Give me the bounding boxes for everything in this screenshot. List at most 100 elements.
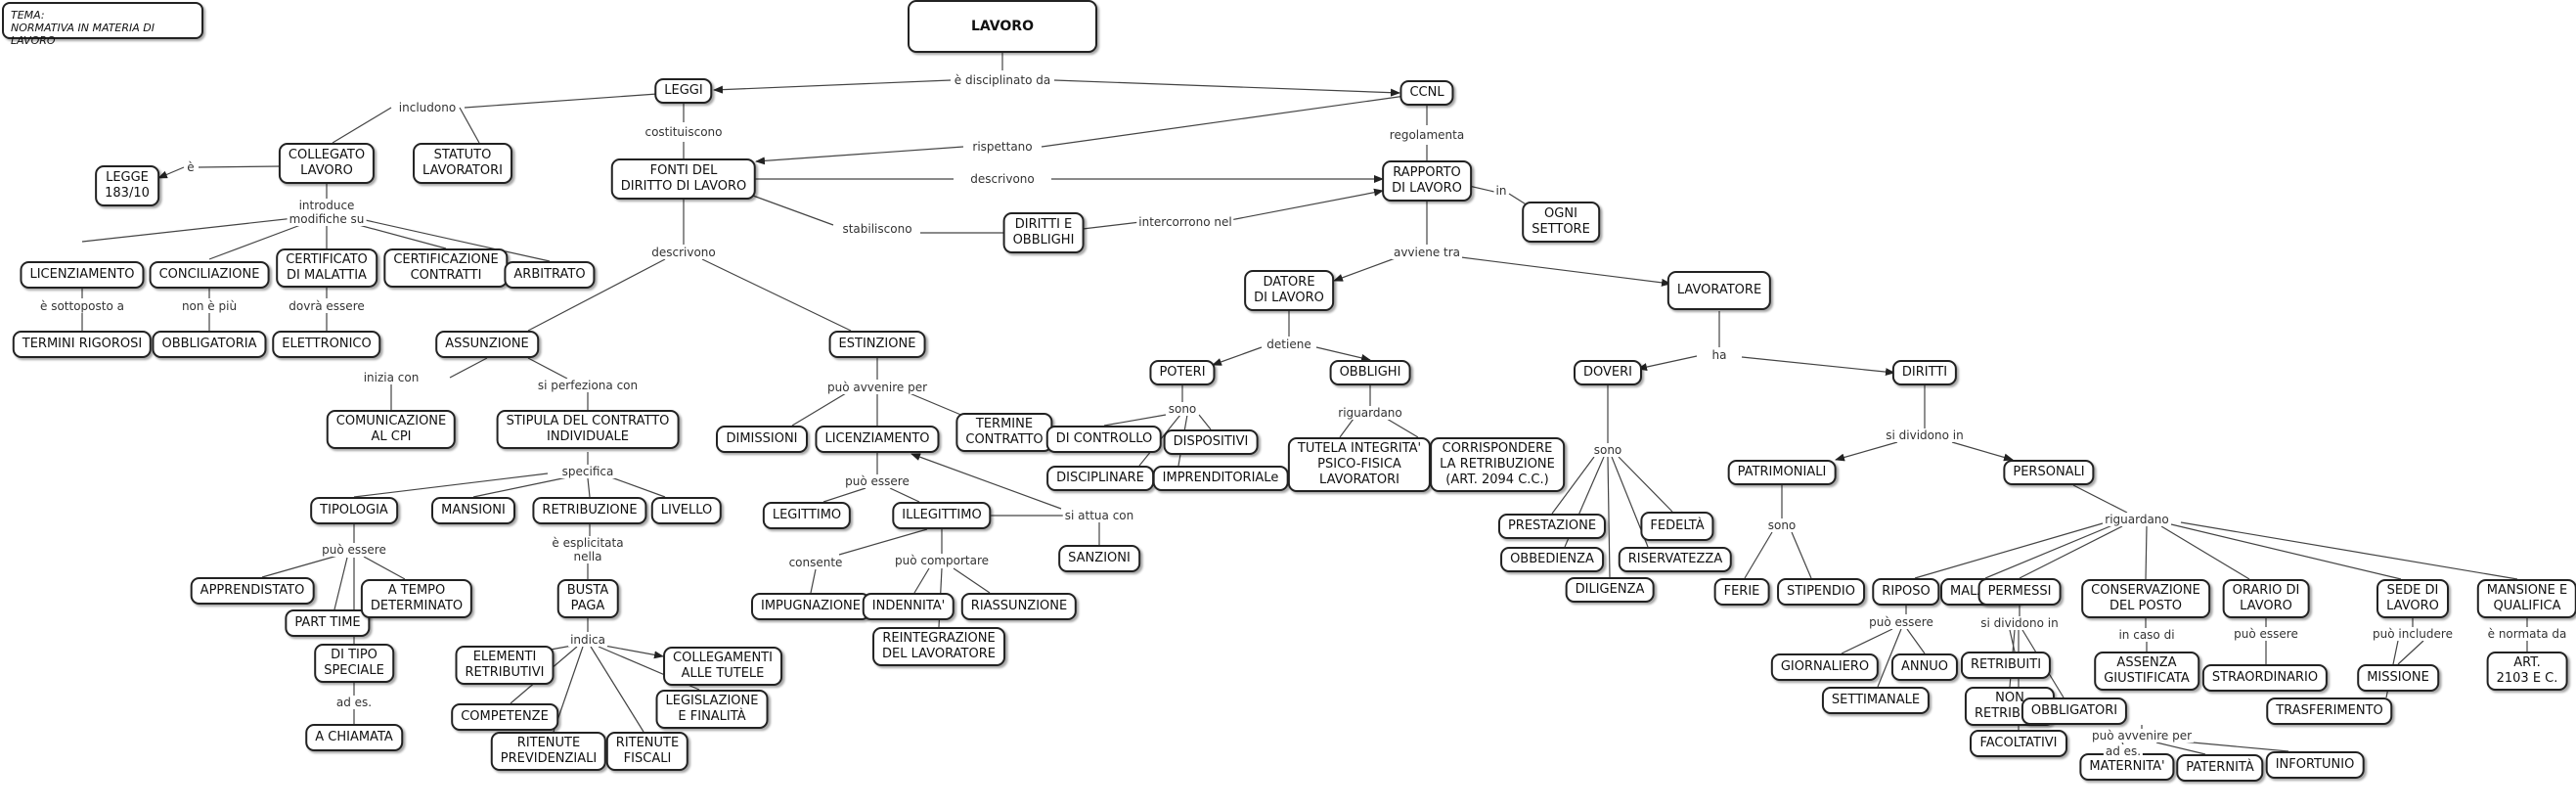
concept-node-poteri[interactable]: POTERI bbox=[1149, 360, 1216, 385]
concept-node-arbitrato[interactable]: ARBITRATO bbox=[504, 261, 596, 289]
concept-node-infortunio[interactable]: INFORTUNIO bbox=[2265, 751, 2365, 779]
concept-node-prestazione[interactable]: PRESTAZIONE bbox=[1497, 514, 1607, 539]
concept-node-ccnl[interactable]: CCNL bbox=[1399, 80, 1454, 106]
connector-line bbox=[1103, 414, 1167, 427]
concept-node-doveri[interactable]: DOVERI bbox=[1574, 360, 1642, 385]
concept-node-fonti[interactable]: FONTI DEL DIRITTO DI LAVORO bbox=[610, 158, 757, 200]
concept-node-apprendistato[interactable]: APPRENDISTATO bbox=[190, 577, 315, 605]
concept-node-datore[interactable]: DATORE DI LAVORO bbox=[1244, 270, 1334, 311]
concept-node-mansione-qual[interactable]: MANSIONE E QUALIFICA bbox=[2476, 579, 2576, 618]
connector-line bbox=[1618, 456, 1673, 513]
concept-node-reintegrazione[interactable]: REINTEGRAZIONE DEL LAVORATORE bbox=[872, 627, 1005, 666]
concept-node-busta-paga[interactable]: BUSTA PAGA bbox=[556, 579, 619, 618]
concept-node-obbedienza[interactable]: OBBEDIENZA bbox=[1500, 547, 1604, 572]
concept-node-assenza[interactable]: ASSENZA GIUSTIFICATA bbox=[2094, 652, 2199, 691]
concept-node-legislazione[interactable]: LEGISLAZIONE E FINALITÀ bbox=[655, 690, 769, 729]
concept-node-imprenditoriale[interactable]: IMPRENDITORIALe bbox=[1152, 466, 1289, 491]
concept-node-tempo-det[interactable]: A TEMPO DETERMINATO bbox=[360, 579, 473, 618]
concept-node-rapporto[interactable]: RAPPORTO DI LAVORO bbox=[1382, 160, 1472, 202]
concept-node-leggi[interactable]: LEGGI bbox=[654, 78, 713, 104]
connector-line bbox=[2009, 629, 2016, 652]
concept-node-elettronico[interactable]: ELETTRONICO bbox=[272, 331, 381, 358]
link-label-costituiscono: costituiscono bbox=[643, 125, 725, 139]
concept-node-competenze[interactable]: COMPETENZE bbox=[451, 703, 558, 731]
concept-node-part-time[interactable]: PART TIME bbox=[285, 609, 371, 637]
concept-node-ferie[interactable]: FERIE bbox=[1713, 578, 1770, 606]
concept-node-termini-rigorosi[interactable]: TERMINI RIGOROSI bbox=[12, 331, 153, 358]
concept-node-disciplinare[interactable]: DISCIPLINARE bbox=[1046, 466, 1154, 491]
concept-node-permessi[interactable]: PERMESSI bbox=[1977, 578, 2062, 606]
concept-node-personali[interactable]: PERSONALI bbox=[2003, 460, 2095, 485]
concept-node-paternita[interactable]: PATERNITÀ bbox=[2176, 754, 2264, 782]
concept-node-licenziamento2[interactable]: LICENZIAMENTO bbox=[815, 426, 940, 453]
concept-node-dispositivi[interactable]: DISPOSITIVI bbox=[1163, 429, 1259, 455]
concept-node-sanzioni[interactable]: SANZIONI bbox=[1058, 545, 1140, 572]
concept-node-annuo[interactable]: ANNUO bbox=[1890, 653, 1959, 681]
concept-node-certificazione[interactable]: CERTIFICAZIONE CONTRATTI bbox=[383, 248, 509, 288]
concept-node-riassunzione[interactable]: RIASSUNZIONE bbox=[960, 593, 1078, 620]
concept-node-ogni-settore[interactable]: OGNI SETTORE bbox=[1522, 202, 1600, 243]
link-label-riguardano1: riguardano bbox=[1336, 406, 1404, 420]
concept-node-statuto[interactable]: STATUTO LAVORATORI bbox=[413, 143, 512, 184]
concept-node-certificato[interactable]: CERTIFICATO DI MALATTIA bbox=[276, 248, 378, 288]
concept-node-stipula[interactable]: STIPULA DEL CONTRATTO INDIVIDUALE bbox=[496, 410, 680, 449]
concept-node-obblighi-dat[interactable]: OBBLIGHI bbox=[1329, 360, 1411, 385]
concept-node-dimissioni[interactable]: DIMISSIONI bbox=[716, 426, 808, 453]
connector-line bbox=[333, 557, 348, 610]
concept-node-straordinario[interactable]: STRAORDINARIO bbox=[2201, 664, 2329, 692]
concept-node-comunicazione[interactable]: COMUNICAZIONE AL CPI bbox=[326, 410, 457, 449]
concept-node-tipo-speciale[interactable]: DI TIPO SPECIALE bbox=[314, 644, 394, 683]
concept-node-settimanale[interactable]: SETTIMANALE bbox=[1821, 687, 1931, 714]
concept-node-assunzione[interactable]: ASSUNZIONE bbox=[435, 331, 539, 358]
concept-node-ritenute-prev[interactable]: RITENUTE PREVIDENZIALI bbox=[490, 732, 607, 771]
concept-node-trasferimento[interactable]: TRASFERIMENTO bbox=[2266, 698, 2393, 725]
concept-node-missione[interactable]: MISSIONE bbox=[2357, 664, 2439, 692]
connector-line bbox=[752, 195, 834, 226]
concept-node-impugnazione[interactable]: IMPUGNAZIONE bbox=[750, 593, 871, 620]
concept-node-diligenza[interactable]: DILIGENZA bbox=[1565, 577, 1655, 603]
concept-node-lavoro[interactable]: LAVORO bbox=[908, 0, 1097, 53]
concept-node-illegittimo[interactable]: ILLEGITTIMO bbox=[892, 502, 992, 529]
concept-node-mansioni[interactable]: MANSIONI bbox=[431, 497, 515, 524]
concept-node-chiamata[interactable]: A CHIAMATA bbox=[305, 724, 403, 751]
concept-node-indennita[interactable]: INDENNITA' bbox=[862, 593, 955, 620]
concept-node-legittimo[interactable]: LEGITTIMO bbox=[762, 502, 852, 529]
concept-node-corrispondere[interactable]: CORRISPONDERE LA RETRIBUZIONE (ART. 2094… bbox=[1430, 437, 1565, 492]
concept-node-retribuiti[interactable]: RETRIBUITI bbox=[1960, 652, 2052, 679]
concept-node-obbligatoria[interactable]: OBBLIGATORIA bbox=[152, 331, 267, 358]
concept-node-livello[interactable]: LIVELLO bbox=[650, 497, 723, 524]
concept-node-estinzione[interactable]: ESTINZIONE bbox=[828, 331, 926, 358]
concept-node-retribuzione[interactable]: RETRIBUZIONE bbox=[532, 497, 647, 524]
concept-node-collegato[interactable]: COLLEGATO LAVORO bbox=[278, 143, 376, 184]
concept-node-termine-contratto[interactable]: TERMINE CONTRATTO bbox=[955, 413, 1053, 452]
concept-node-elementi[interactable]: ELEMENTI RETRIBUTIVI bbox=[455, 646, 555, 685]
concept-node-ritenute-fisc[interactable]: RITENUTE FISCALI bbox=[605, 732, 689, 771]
concept-node-conciliazione[interactable]: CONCILIAZIONE bbox=[149, 261, 270, 289]
concept-node-patrimoniali[interactable]: PATRIMONIALI bbox=[1727, 460, 1837, 485]
concept-node-art2103[interactable]: ART. 2103 E C. bbox=[2486, 652, 2568, 691]
concept-node-licenziamento1[interactable]: LICENZIAMENTO bbox=[20, 261, 145, 289]
concept-node-sede[interactable]: SEDE DI LAVORO bbox=[2376, 579, 2449, 618]
concept-node-collegamenti[interactable]: COLLEGAMENTI ALLE TUTELE bbox=[663, 647, 782, 686]
concept-node-di-controllo[interactable]: DI CONTROLLO bbox=[1045, 426, 1163, 453]
concept-node-tutela[interactable]: TUTELA INTEGRITA' PSICO-FISICA LAVORATOR… bbox=[1287, 437, 1432, 492]
concept-node-giornaliero[interactable]: GIORNALIERO bbox=[1770, 653, 1880, 681]
concept-node-orario[interactable]: ORARIO DI LAVORO bbox=[2222, 579, 2310, 618]
connector-line bbox=[1452, 255, 1671, 287]
concept-node-conservazione[interactable]: CONSERVAZIONE DEL POSTO bbox=[2081, 579, 2210, 618]
concept-node-fedelta[interactable]: FEDELTÀ bbox=[1640, 512, 1714, 541]
concept-node-lavoratore[interactable]: LAVORATORE bbox=[1666, 271, 1772, 310]
concept-node-diritti-obblighi[interactable]: DIRITTI E OBBLIGHI bbox=[1002, 212, 1085, 253]
concept-node-riposo[interactable]: RIPOSO bbox=[1872, 578, 1940, 606]
concept-node-diritti[interactable]: DIRITTI bbox=[1891, 360, 1958, 385]
connector-lines bbox=[81, 53, 2528, 755]
link-label-descrivono2: descrivono bbox=[649, 246, 718, 259]
concept-node-tipologia[interactable]: TIPOLOGIA bbox=[310, 497, 398, 524]
link-label-indica: indica bbox=[568, 633, 607, 647]
concept-node-riservatezza[interactable]: RISERVATEZZA bbox=[1618, 547, 1733, 572]
concept-node-legge183[interactable]: LEGGE 183/10 bbox=[95, 165, 159, 206]
concept-node-non-retribuiti[interactable]: NON RETRIBUITI bbox=[1964, 687, 2056, 726]
concept-node-obbligatori[interactable]: OBBLIGATORI bbox=[2021, 698, 2128, 725]
concept-node-stipendio[interactable]: STIPENDIO bbox=[1777, 578, 1865, 606]
concept-node-facoltativi[interactable]: FACOLTATIVI bbox=[1970, 730, 2067, 757]
